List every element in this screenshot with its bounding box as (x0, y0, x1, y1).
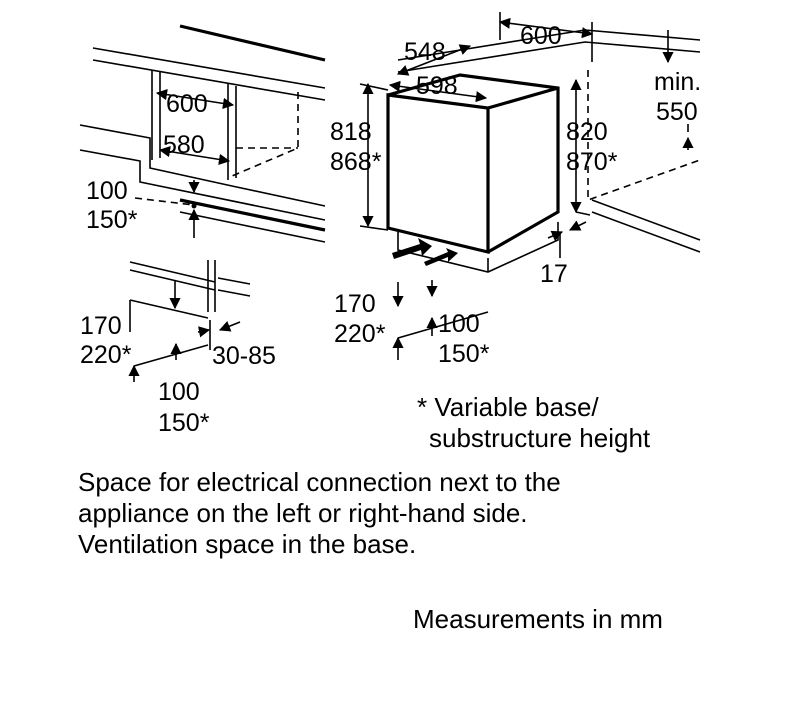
dim-plinth-height-alt: 220* (80, 341, 132, 369)
electrical-note-line1: Space for electrical connection next to … (78, 467, 561, 497)
dim-left-base-height: 100 (86, 177, 128, 205)
dim-right-gap: 17 (540, 260, 568, 288)
electrical-connection-note: Space for electrical connection next to … (78, 467, 561, 560)
dim-niche-height-alt: 870* (566, 148, 618, 176)
units-note: Measurements in mm (413, 604, 663, 634)
dim-front-plinth-height: 170 (334, 290, 376, 318)
dim-appliance-depth: 548 (404, 38, 446, 66)
electrical-note-line2: appliance on the left or right-hand side… (78, 498, 528, 528)
plinth-drawing (128, 260, 251, 382)
dim-left-base-height-alt: 150* (86, 206, 138, 234)
variable-base-note-line2: substructure height (429, 423, 651, 453)
dim-plinth-base-height-alt: 150* (158, 409, 210, 437)
variable-base-note-line1: * Variable base/ (417, 392, 599, 422)
dim-appliance-height-alt: 868* (330, 148, 382, 176)
dim-plinth-depth: 30-85 (212, 342, 276, 370)
dim-front-base-height-alt: 150* (438, 340, 490, 368)
dim-appliance-width: 598 (416, 72, 458, 100)
variable-base-note: * Variable base/ substructure height (417, 392, 650, 454)
dim-front-plinth-height-alt: 220* (334, 320, 386, 348)
electrical-note-line3: Ventilation space in the base. (78, 529, 417, 559)
dim-niche-inner-width: 580 (163, 131, 205, 159)
niche-drawing (79, 24, 326, 243)
dim-min-depth: 550 (656, 98, 698, 126)
dim-front-base-height: 100 (438, 310, 480, 338)
dim-appliance-height: 818 (330, 118, 372, 146)
appliance-drawing (359, 12, 701, 360)
dim-plinth-base-height: 100 (158, 378, 200, 406)
dim-niche-width: 600 (166, 90, 208, 118)
dim-cabinet-width: 600 (520, 22, 562, 50)
dim-niche-height: 820 (566, 118, 608, 146)
dim-min-label: min. (654, 68, 701, 96)
dim-plinth-height: 170 (80, 312, 122, 340)
